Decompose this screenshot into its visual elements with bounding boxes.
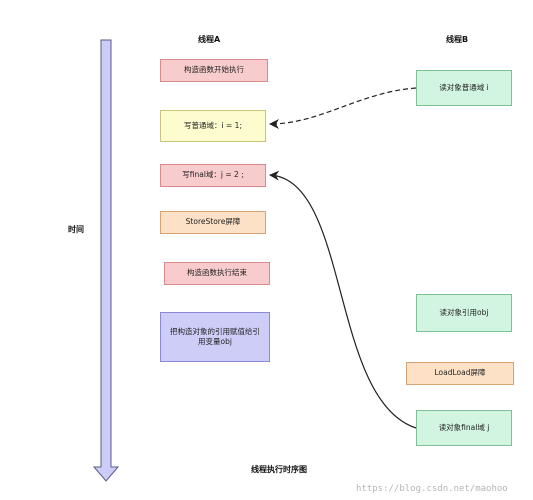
step-read-normal-field: 读对象普通域 i	[416, 70, 512, 106]
step-read-final-field: 读对象final域 j	[416, 410, 512, 446]
step-constructor-end: 构造函数执行结束	[164, 262, 270, 285]
thread-b-header: 线程B	[446, 35, 469, 44]
timeline-label: 时间	[68, 225, 84, 234]
thread-a-header: 线程A	[198, 35, 221, 44]
step-storestore-barrier: StoreStore屏障	[160, 211, 266, 234]
solid-connector	[269, 170, 417, 429]
dashed-connector	[269, 87, 417, 129]
step-assign-reference: 把构造对象的引用赋值给引用变量obj	[160, 312, 270, 362]
watermark: https://blog.csdn.net/maohoo	[356, 484, 508, 494]
step-constructor-start: 构造函数开始执行	[160, 59, 268, 82]
step-write-normal-field: 写普通域：i = 1;	[160, 110, 266, 142]
step-loadload-barrier: LoadLoad屏障	[406, 362, 514, 385]
diagram-caption: 线程执行时序图	[251, 465, 307, 474]
timeline-arrow	[92, 39, 120, 482]
step-read-reference: 读对象引用obj	[416, 294, 512, 332]
step-write-final-field: 写final域：j = 2 ;	[160, 164, 266, 187]
